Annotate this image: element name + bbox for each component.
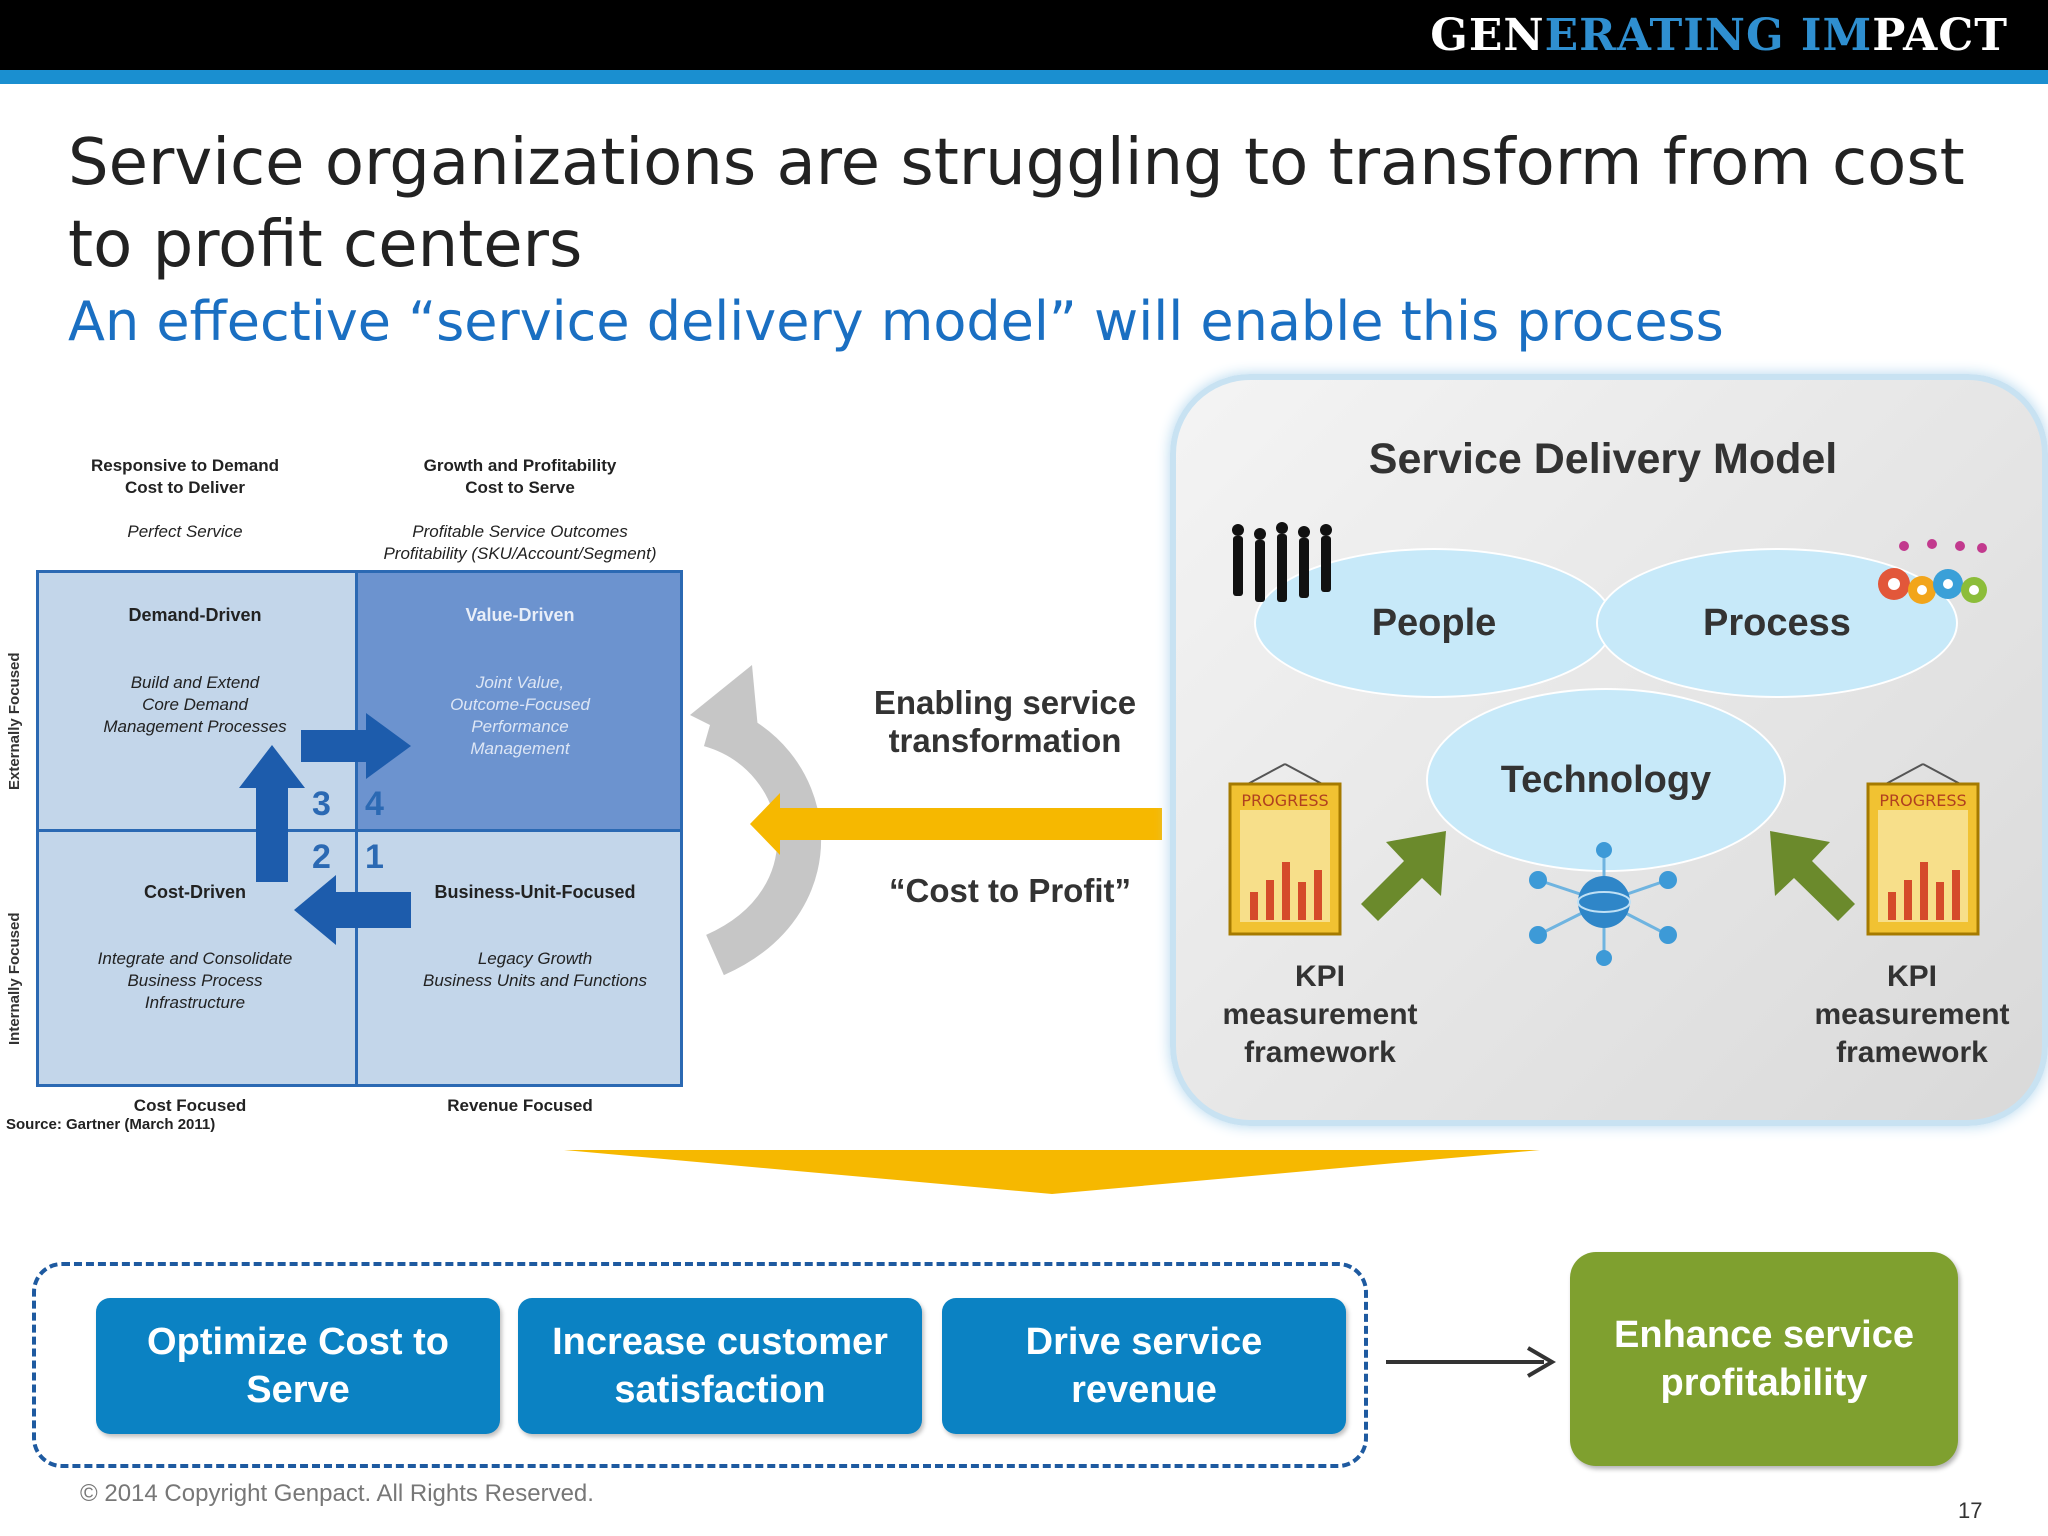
slide-title: Service organizations are struggling to …: [68, 126, 1965, 282]
svg-text:PROGRESS: PROGRESS: [1879, 791, 1966, 810]
quadrant-cost-driven: [36, 829, 358, 1087]
quadrant-number: 4: [365, 785, 384, 823]
page-number: 17: [1958, 1498, 1983, 1523]
quadrant-title: Value-Driven: [465, 605, 575, 625]
y-axis-label-external: Externally Focused: [6, 652, 23, 790]
progress-poster-icon: PROGRESS: [1228, 763, 1342, 936]
quadrant-number: 1: [365, 838, 384, 876]
arrow-left-icon: [294, 875, 411, 945]
accent-bar: [0, 70, 2048, 84]
process-gears-icon: [1878, 539, 1987, 604]
quadrant-title: Business-Unit-Focused: [434, 882, 636, 902]
source-note: Source: Gartner (March 2011): [6, 1116, 216, 1133]
people-oval: People: [1254, 548, 1614, 698]
arrow-up-icon: [239, 745, 305, 882]
quadrant-number: 3: [312, 785, 331, 823]
transformation-arrows: [690, 665, 1162, 976]
header-bar: [0, 0, 2048, 70]
sdm-title: Service Delivery Model: [1368, 435, 1838, 483]
x-axis-label-cost: Cost Focused: [133, 1096, 247, 1115]
matrix-arrows: [239, 713, 411, 945]
down-chevron-icon: [564, 1150, 1540, 1194]
arrow-left-yellow-icon: [750, 793, 1162, 855]
brand-logo: GENERATING IMPACT: [1430, 10, 2008, 61]
quadrant-title: Cost-Driven: [143, 882, 246, 902]
quadrant-demand-driven: [36, 570, 358, 832]
network-globe-icon: [1529, 842, 1677, 966]
copyright-notice: © 2014 Copyright Genpact. All Rights Res…: [80, 1480, 594, 1507]
technology-oval: Technology: [1426, 688, 1786, 872]
x-axis-label-revenue: Revenue Focused: [447, 1096, 593, 1115]
quadrant-title: Demand-Driven: [128, 605, 262, 625]
arrow-up-right-icon: [1361, 831, 1446, 921]
curved-arrow-head-icon: [690, 665, 760, 750]
quadrant-business-unit: [355, 829, 683, 1087]
arrow-right-icon: [301, 713, 411, 779]
arrow-right-icon: [1386, 1346, 1556, 1378]
svg-text:PROGRESS: PROGRESS: [1241, 791, 1328, 810]
initiatives-group: [32, 1262, 1368, 1468]
y-axis-label-internal: Internally Focused: [6, 912, 23, 1045]
people-group-icon: [1232, 522, 1332, 602]
quadrant-number: 2: [312, 838, 331, 876]
arrow-up-left-icon: [1770, 831, 1855, 921]
cost-to-profit-label: “Cost to Profit”: [889, 872, 1131, 909]
matrix-top-left-sub: Perfect Service: [127, 522, 243, 541]
progress-poster-icon: PROGRESS: [1866, 763, 1980, 936]
slide-subtitle: An effective “service delivery model” wi…: [68, 290, 1724, 353]
